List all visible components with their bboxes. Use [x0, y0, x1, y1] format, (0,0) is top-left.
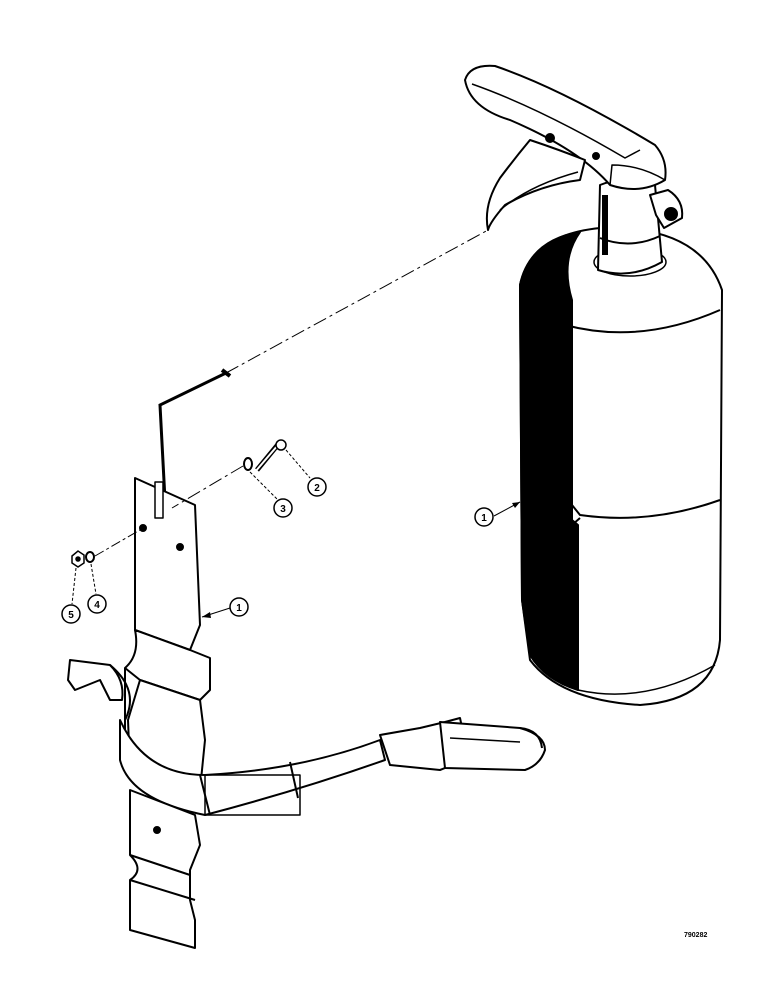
- pin-rod: [158, 371, 228, 502]
- callout-washer: 3: [249, 471, 293, 518]
- callout-nut: 5: [61, 567, 81, 624]
- extinguisher-trigger: [485, 139, 586, 231]
- bolt: [254, 439, 287, 473]
- fire-extinguisher: [464, 64, 723, 706]
- callout-bracket: 1: [201, 597, 249, 618]
- bolt-dash-line: [171, 465, 244, 509]
- callout-extinguisher-label: 1: [481, 513, 487, 524]
- callout-washer-label: 3: [280, 504, 286, 515]
- extinguisher-shadow: [519, 231, 581, 691]
- callout-extinguisher: 1: [474, 501, 521, 527]
- callout-nut-label: 5: [68, 610, 74, 621]
- callout-bolt-label: 2: [314, 483, 320, 494]
- pin-dash-line: [225, 229, 489, 374]
- nut: [71, 550, 85, 568]
- washer: [243, 457, 253, 471]
- mounting-bracket: [67, 477, 546, 949]
- bracket-lower-plate: [129, 789, 201, 949]
- callout-lock-washer-label: 4: [94, 600, 100, 611]
- ring-pin: [158, 229, 489, 502]
- figure-reference: 790282: [684, 932, 707, 939]
- callout-bolt: 2: [285, 449, 327, 497]
- bracket-left-clip: [67, 659, 124, 701]
- bracket-upper-plate: [134, 477, 201, 651]
- callout-lock-washer: 4: [87, 563, 107, 614]
- callout-bracket-label: 1: [236, 603, 242, 614]
- lock-washer: [85, 551, 95, 563]
- nut-dash-line: [94, 529, 141, 557]
